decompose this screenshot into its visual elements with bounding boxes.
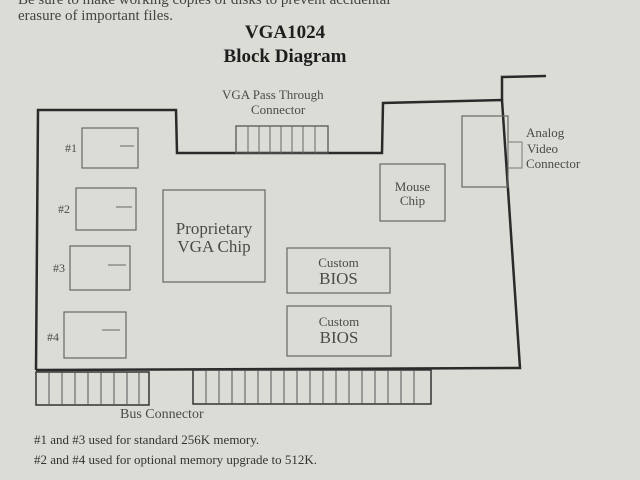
bus-connector-left — [35, 371, 150, 406]
diagram-subtitle: Block Diagram — [223, 46, 347, 67]
vga-chip-box — [162, 189, 266, 283]
memory-chip-1 — [81, 127, 139, 169]
bios-2-label-big: BIOS — [319, 327, 359, 347]
diagram-title: VGA1024 — [244, 22, 326, 43]
mouse-chip-label-2: Chip — [399, 192, 426, 208]
bios-2-label-small: Custom — [318, 314, 360, 329]
memory-label-2: #2 — [58, 202, 70, 216]
bus-connector-right — [192, 369, 432, 405]
bus-connector-label: Bus Connector — [120, 407, 204, 422]
vga-chip-label-2: VGA Chip — [177, 236, 251, 256]
mouse-chip-box — [379, 163, 446, 222]
bios-1-label-big: BIOS — [319, 268, 358, 288]
bios-1-label-small: Custom — [318, 255, 359, 270]
pass-through-label: VGA Pass Through — [222, 87, 324, 102]
analog-label-3: Connector — [526, 156, 581, 171]
memory-label-1: #1 — [65, 141, 77, 155]
analog-label-1: Analog — [526, 125, 565, 140]
bios-chip-1-box — [286, 247, 391, 294]
memory-chip-2 — [75, 187, 137, 231]
pass-through-connector — [235, 125, 329, 154]
footnote-2: #2 and #4 used for optional memory upgra… — [34, 452, 318, 467]
pass-through-label-2: Connector — [251, 102, 306, 117]
analog-video-connector — [461, 115, 523, 188]
vga-chip-label-1: Proprietary — [175, 219, 253, 238]
footnote-1: #1 and #3 used for standard 256K memory. — [34, 432, 260, 447]
board-outline — [34, 98, 522, 372]
header-text: Be sure to make working copies of disks … — [18, 0, 391, 24]
memory-label-3: #3 — [53, 261, 65, 275]
memory-chip-4 — [63, 311, 127, 359]
memory-chip-3 — [69, 245, 131, 291]
analog-label-2: Video — [527, 141, 558, 156]
bracket-edge — [500, 74, 547, 100]
memory-label-4: #4 — [47, 330, 59, 344]
mouse-chip-label-1: Mouse — [394, 179, 431, 194]
bios-chip-2-box — [286, 305, 392, 357]
